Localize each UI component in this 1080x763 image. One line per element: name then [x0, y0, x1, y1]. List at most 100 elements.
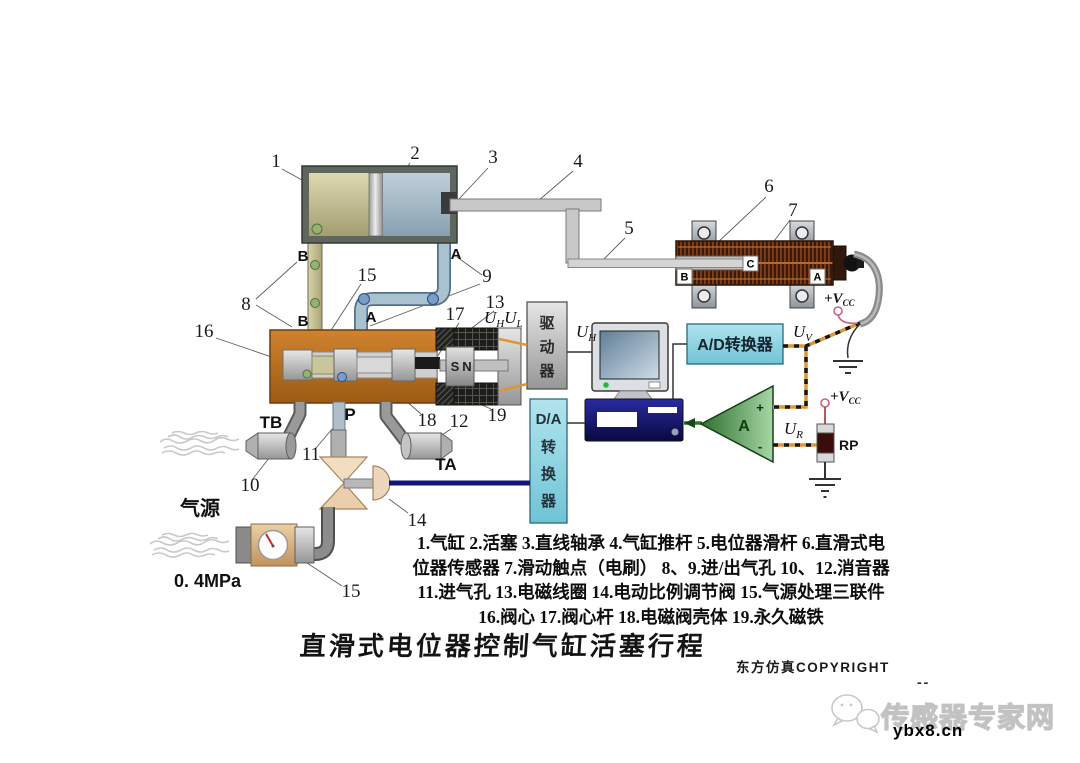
rp-label: RP — [839, 437, 858, 453]
rp-resistor — [816, 423, 835, 463]
callout-9: 9 — [482, 266, 492, 287]
vcc-bottom-terminal — [820, 398, 830, 408]
dac-label-char: 器 — [540, 493, 557, 510]
vcc-label-bottom: +VCC — [830, 389, 862, 406]
pot-terminal-c: C — [747, 259, 755, 271]
callout-4: 4 — [573, 151, 583, 172]
tube-fitting — [358, 293, 370, 305]
dac-label-char: D/A — [536, 411, 562, 428]
leader-line — [303, 560, 343, 587]
coil-end-square — [435, 382, 455, 406]
magnet-s: S — [451, 359, 460, 374]
spool-sleeve — [415, 357, 440, 369]
signal-labels: UHUL UH UV UR +VCC +VCC RP — [484, 291, 862, 453]
piston — [368, 172, 384, 237]
tube-fitting — [310, 298, 320, 308]
watermark-site-name: 传感器专家网 — [880, 701, 1056, 733]
cylinder — [301, 165, 458, 244]
dac-label-char: 换 — [541, 465, 557, 483]
sensor-wires — [773, 321, 861, 447]
rp-ground — [809, 462, 841, 498]
muffler-ta — [379, 402, 453, 460]
pressure-label: 0. 4MPa — [174, 571, 242, 591]
monitor-button — [648, 381, 661, 389]
amplifier: A + - — [684, 384, 774, 464]
pot-terminal-a: A — [814, 272, 822, 284]
solenoid-valve-body — [269, 329, 440, 404]
legend-line: 11.进气孔 13.电磁线圈 14.电动比例调节阀 15.气源处理三联件 — [417, 582, 885, 602]
amp-plus: + — [756, 400, 764, 415]
magnet-n: N — [462, 359, 471, 374]
driver-label-char: 动 — [539, 338, 554, 356]
chinese-labels: 气源 0. 4MPa — [174, 496, 242, 591]
coil-wires — [498, 337, 528, 393]
pc-to-adc-wire — [672, 343, 687, 399]
callout-16: 16 — [195, 321, 214, 342]
p-port-tube — [330, 401, 347, 460]
signal-wires — [567, 343, 687, 424]
watermark-site-url: ybx8.cn — [893, 721, 964, 740]
port-labels: B B A A P TB TA S N — [260, 246, 472, 474]
callout-6: 6 — [764, 176, 774, 197]
drive-slot — [597, 412, 637, 427]
monitor-screen — [599, 330, 660, 380]
computer — [584, 322, 684, 442]
driver-label-char: 器 — [538, 363, 555, 380]
callout-7: 7 — [788, 200, 798, 221]
pot-terminals: B C A — [676, 255, 826, 285]
valve-actuator-dome — [372, 465, 391, 501]
pot-terminal-b: B — [681, 272, 689, 284]
leader-line — [537, 170, 574, 202]
cable-ground — [833, 323, 863, 374]
callout-10: 10 — [241, 475, 260, 496]
leader-line — [255, 304, 293, 328]
watermark-dashes: -- — [917, 674, 931, 690]
driver-label-char: 驱 — [539, 315, 554, 332]
dac-box: D/A 转 换 器 — [529, 398, 568, 524]
valve-fitting — [302, 369, 312, 379]
signal-uv: UV — [793, 322, 813, 344]
exhaust-cloud — [159, 430, 240, 456]
cylinder-fitting — [311, 223, 323, 235]
amp-output-arrow — [684, 418, 695, 428]
proportional-valve — [318, 456, 391, 510]
coil-end-square — [435, 327, 455, 351]
callout-1: 1 — [271, 151, 281, 172]
callout-3: 3 — [488, 147, 498, 168]
spool-land — [391, 348, 416, 382]
port-a-upper: A — [451, 246, 462, 263]
muffler-tb — [245, 402, 307, 460]
valve-stem — [343, 478, 374, 489]
gauge-needle — [265, 533, 274, 547]
adc-box: A/D转换器 — [686, 323, 784, 365]
callout-15: 15 — [342, 581, 361, 602]
port-a-lower: A — [366, 309, 377, 326]
callout-labels: 1 2 3 4 5 6 7 8 9 10 11 12 13 14 15 15 1… — [195, 143, 798, 602]
callout-13: 13 — [486, 292, 505, 313]
signal-ur: UR — [784, 419, 803, 441]
callout-2: 2 — [410, 143, 420, 164]
leader-line — [388, 498, 409, 514]
port-ta: TA — [435, 455, 456, 474]
legend-line: 位器传感器 7.滑动触点（电刷） 8、9.进/出气孔 10、12.消音器 — [412, 557, 890, 578]
component-legend: 1.气缸 2.活塞 3.直线轴承 4.气缸推杆 5.电位器滑杆 6.直滑式电 位… — [393, 531, 909, 629]
callout-14: 14 — [408, 510, 428, 531]
callout-12: 12 — [450, 411, 469, 432]
cylinder-right-chamber — [383, 173, 450, 236]
dac-label-char: 转 — [541, 438, 556, 456]
amp-minus: - — [758, 439, 762, 454]
tube-fitting — [427, 293, 439, 305]
callout-5: 5 — [624, 218, 634, 239]
driver-box: 驱 动 器 — [526, 301, 568, 390]
leader-line — [715, 196, 767, 245]
signal-uh-ul: UHUL — [484, 308, 523, 330]
port-tb: TB — [260, 413, 283, 432]
permanent-magnet — [445, 346, 475, 387]
legend-line: 1.气缸 2.活塞 3.直线轴承 4.气缸推杆 5.电位器滑杆 6.直滑式电 — [416, 533, 886, 553]
leader-line — [315, 427, 334, 449]
leader-line — [255, 261, 298, 300]
callout-8: 8 — [241, 294, 251, 315]
tube-fitting — [310, 260, 320, 270]
